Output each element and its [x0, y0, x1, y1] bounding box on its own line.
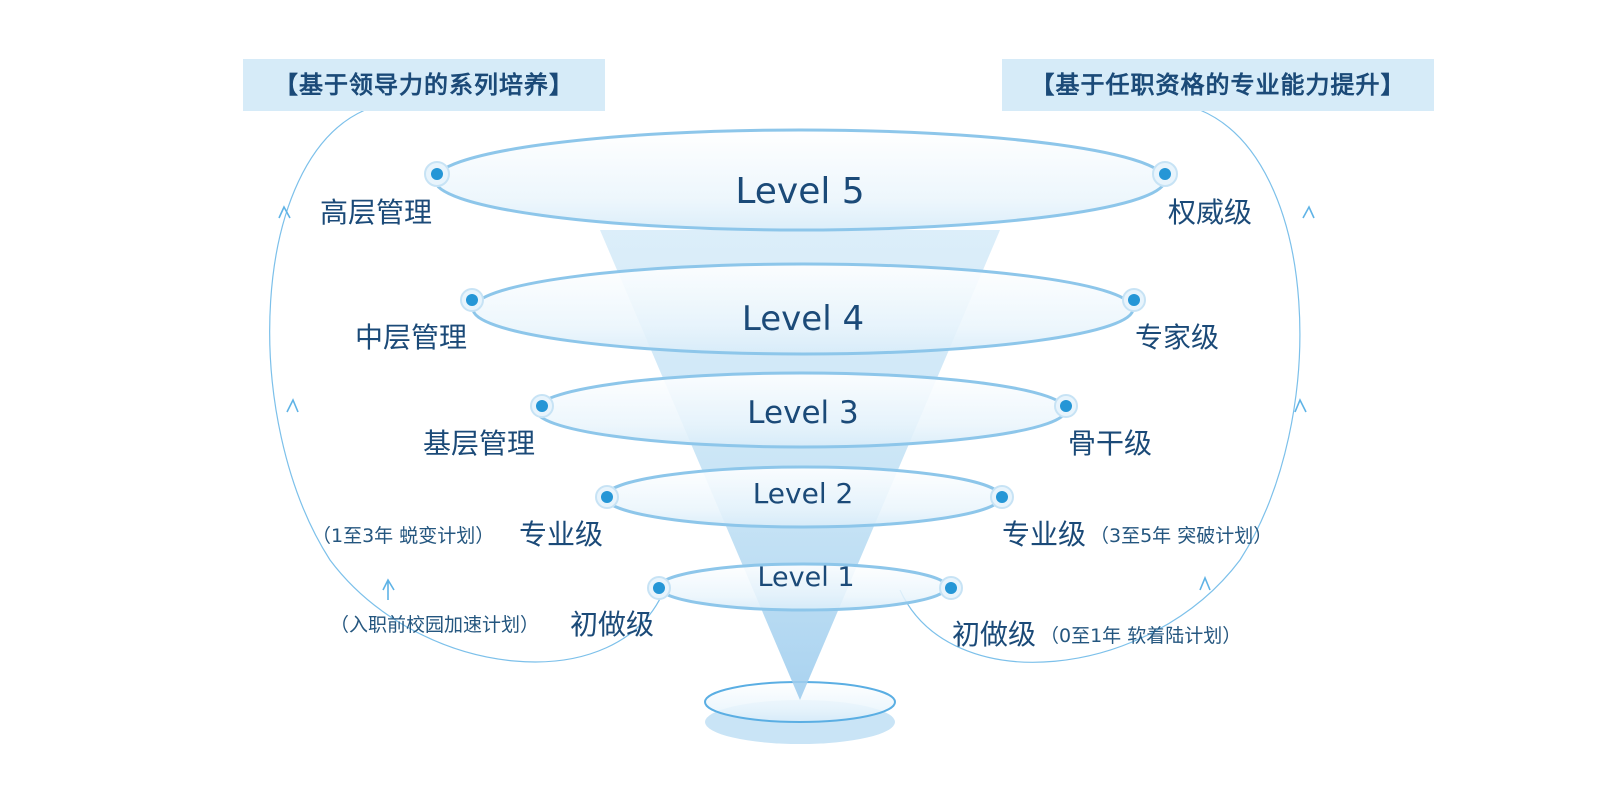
level-2-disc: Level 2: [595, 465, 1014, 529]
right-arc: [899, 109, 1301, 663]
qualification-track-header: 【基于任职资格的专业能力提升】: [1002, 59, 1434, 111]
level-3-label: Level 3: [747, 395, 858, 431]
left-arrow-2: [286, 398, 299, 413]
level-3-right-label: 骨干级: [1068, 427, 1153, 460]
level-5-disc: Level 5: [424, 128, 1178, 232]
level-1-label: Level 1: [757, 562, 854, 593]
level-1-right-label: 初做级: [952, 618, 1037, 651]
level-2-right-label: 专业级: [1002, 518, 1087, 551]
progression-arrows: [269, 109, 1315, 663]
level-discs: Level 5 Level 4 Level 3 Level 2: [424, 128, 1178, 612]
level-2-left-label: 专业级: [519, 518, 604, 551]
left-arc: [269, 109, 666, 663]
left-arrow-1: [382, 578, 395, 600]
right-arrow-2: [1294, 398, 1307, 413]
level-5-left-label: 高层管理: [320, 196, 433, 229]
level-5-right-label: 权威级: [1168, 196, 1253, 229]
level-1-disc: Level 1: [647, 562, 963, 612]
level-3-disc: Level 3: [530, 371, 1078, 449]
level-2-label: Level 2: [753, 477, 854, 510]
left-arrow-3: [278, 205, 291, 219]
level-3-left-label: 基层管理: [423, 427, 536, 460]
level-4-left-label: 中层管理: [355, 321, 468, 354]
leadership-track-header: 【基于领导力的系列培养】: [243, 59, 605, 111]
level-1-left-note: （入职前校园加速计划）: [330, 614, 540, 636]
right-arrow-1: [1302, 205, 1315, 219]
level-4-disc: Level 4: [460, 262, 1146, 356]
level-4-label: Level 4: [742, 299, 864, 339]
level-5-label: Level 5: [735, 171, 864, 212]
level-1-right-note: （0至1年 软着陆计划）: [1040, 625, 1242, 647]
level-2-left-note: （1至3年 蜕变计划）: [312, 525, 495, 547]
right-arrow-3: [1199, 575, 1211, 591]
level-1-left-label: 初做级: [570, 608, 655, 641]
level-4-right-label: 专家级: [1135, 321, 1220, 354]
level-2-right-note: （3至5年 突破计划）: [1090, 525, 1273, 547]
